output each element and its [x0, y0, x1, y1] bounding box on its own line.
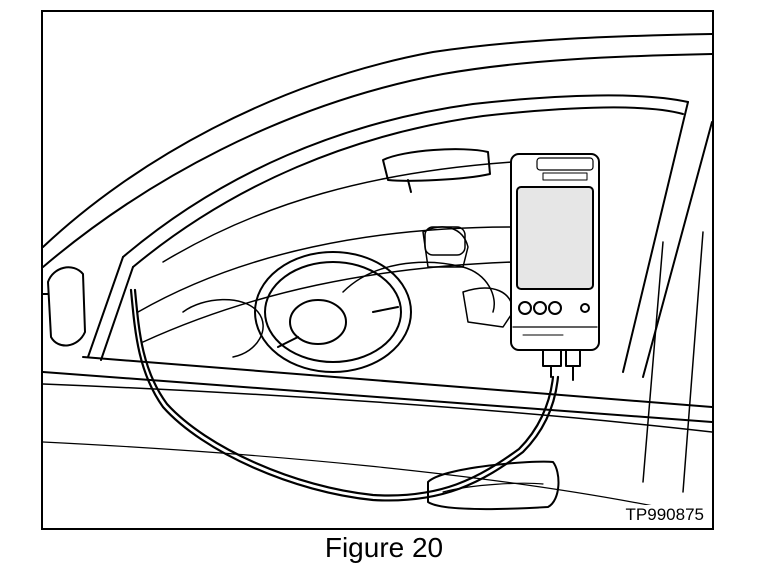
scan-tool-icon	[510, 153, 600, 381]
figure-code: TP990875	[623, 505, 706, 525]
figure-caption: Figure 20	[324, 532, 444, 563]
car-door-illustration	[43, 33, 712, 513]
door-handle-icon	[427, 460, 560, 511]
steering-wheel-icon	[254, 251, 412, 373]
car-body-outline	[43, 33, 712, 513]
side-mirror-icon	[43, 266, 86, 347]
dashboard	[137, 226, 514, 358]
rearview-mirror-icon	[382, 148, 491, 193]
cable-icon	[129, 288, 560, 502]
illustration-frame: TP990875	[41, 10, 714, 530]
